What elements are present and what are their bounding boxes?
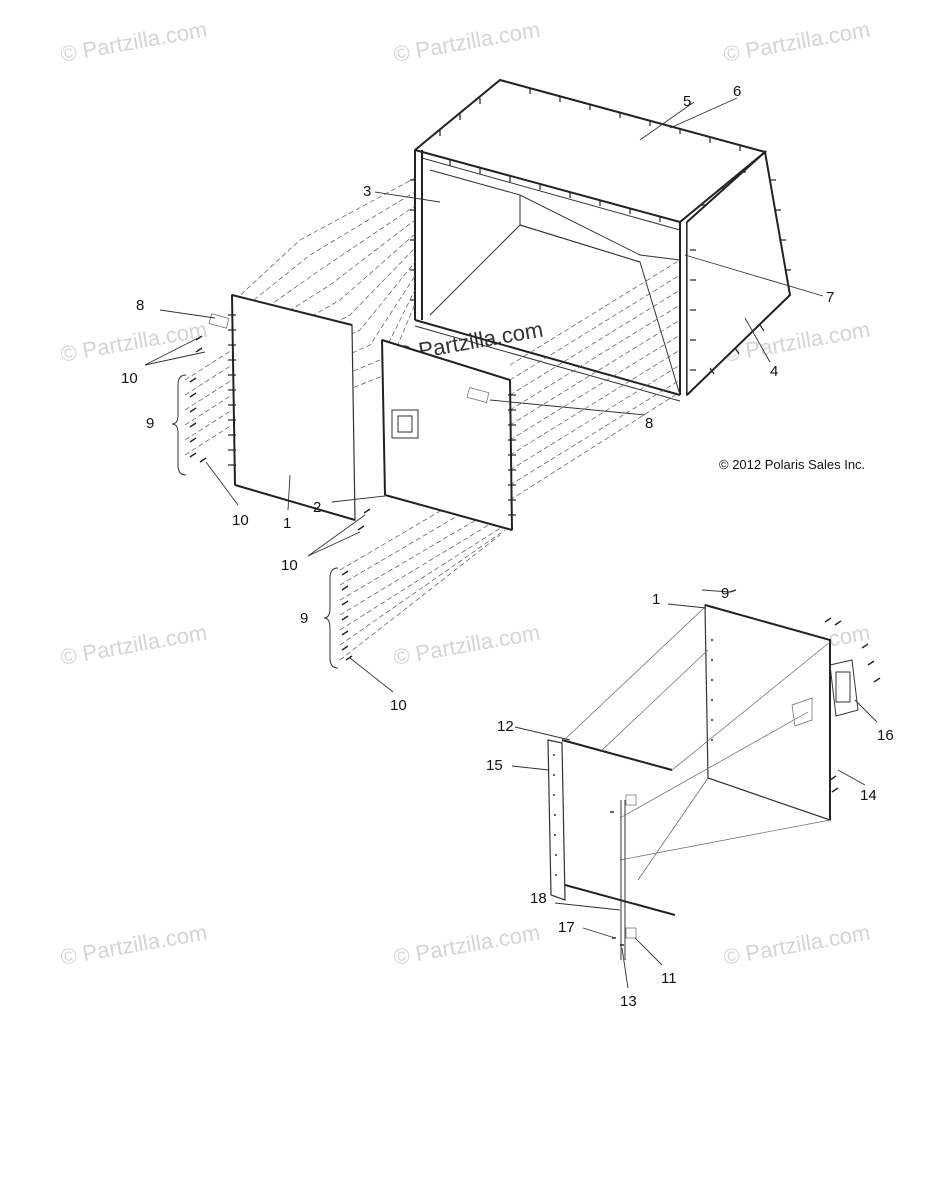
callout-7: 7 xyxy=(826,289,834,306)
left-rivet-set xyxy=(171,335,207,476)
latch-inner-icon xyxy=(835,671,851,703)
callout-labels: 5 6 3 7 4 8 8 10 9 10 1 2 10 9 10 9 1 12… xyxy=(121,83,894,1010)
inner-frame-15 xyxy=(547,739,566,901)
callout-18: 18 xyxy=(530,890,547,907)
box-bottom-front-rail xyxy=(414,319,681,396)
left-door-top-edge xyxy=(231,294,353,326)
callout-4: 4 xyxy=(770,363,778,380)
lower-door-latch-cutout xyxy=(791,697,813,727)
rod-clip-lower xyxy=(625,927,637,939)
callout-16: 16 xyxy=(877,727,894,744)
callout-1-lower: 1 xyxy=(652,591,660,608)
box-floor-outline xyxy=(429,224,681,396)
callout-10-lower-left: 10 xyxy=(232,512,249,529)
watermark-3: © Partzilla.com xyxy=(722,17,872,67)
storage-box xyxy=(410,78,792,402)
rod-clip-upper xyxy=(625,794,637,806)
watermark-6: © Partzilla.com xyxy=(59,620,209,670)
bottom-strip-18 xyxy=(564,884,676,916)
brace-9-left xyxy=(171,374,187,476)
box-bottom-front-rail-inner xyxy=(414,325,681,402)
callout-3: 3 xyxy=(363,183,371,200)
box-back-panel xyxy=(429,169,681,261)
callout-1-upper: 1 xyxy=(283,515,291,532)
callout-11: 11 xyxy=(661,970,677,987)
watermark-2: © Partzilla.com xyxy=(392,17,542,67)
middle-rivet-set xyxy=(323,508,371,669)
latch-housing xyxy=(391,409,419,439)
alignment-lines xyxy=(184,177,681,661)
callout-17: 17 xyxy=(558,919,575,936)
brace-9-middle xyxy=(323,567,339,669)
callout-6: 6 xyxy=(733,83,741,100)
latch-housing-16 xyxy=(829,659,859,717)
right-door-left-edge xyxy=(381,339,386,496)
box-top-front-rail xyxy=(421,157,681,231)
latch-handle-icon xyxy=(397,415,413,433)
left-door xyxy=(208,294,356,521)
callout-10-upper-left: 10 xyxy=(121,370,138,387)
lower-door-panel xyxy=(704,604,831,821)
watermark-1: © Partzilla.com xyxy=(59,17,209,67)
callout-13: 13 xyxy=(620,993,637,1010)
watermark-11: © Partzilla.com xyxy=(722,920,872,970)
leader-lines xyxy=(144,97,878,989)
copyright-notice: © 2012 Polaris Sales Inc. xyxy=(719,457,865,472)
callout-8-upper: 8 xyxy=(136,297,144,314)
right-door-bottom-edge xyxy=(384,494,513,531)
right-door-top-edge xyxy=(381,339,511,381)
watermark-4: © Partzilla.com xyxy=(59,317,209,367)
callout-9-middle: 9 xyxy=(300,610,308,627)
watermark-10: © Partzilla.com xyxy=(392,920,542,970)
right-door xyxy=(381,339,516,531)
left-door-panel xyxy=(231,294,356,521)
lower-door-assembly xyxy=(547,589,881,960)
left-door-label-plate xyxy=(208,313,230,329)
watermark-7: © Partzilla.com xyxy=(392,620,542,670)
lower-door-frame xyxy=(704,604,831,820)
callout-8-lower: 8 xyxy=(645,415,653,432)
callout-15: 15 xyxy=(486,757,503,774)
callout-10-upper-middle: 10 xyxy=(281,557,298,574)
left-door-bottom-edge xyxy=(234,484,356,521)
callout-9-lower: 9 xyxy=(721,585,729,602)
right-door-panel xyxy=(381,339,513,531)
callout-14: 14 xyxy=(860,787,877,804)
callout-9-left: 9 xyxy=(146,415,154,432)
watermark-9: © Partzilla.com xyxy=(59,920,209,970)
callout-5: 5 xyxy=(683,93,691,110)
callout-10-lower-middle: 10 xyxy=(390,697,407,714)
callout-12: 12 xyxy=(497,718,514,735)
top-strip-12 xyxy=(561,739,673,771)
box-right-side-frame xyxy=(686,150,792,396)
callout-2: 2 xyxy=(313,499,321,516)
right-door-label-plate xyxy=(466,387,490,403)
